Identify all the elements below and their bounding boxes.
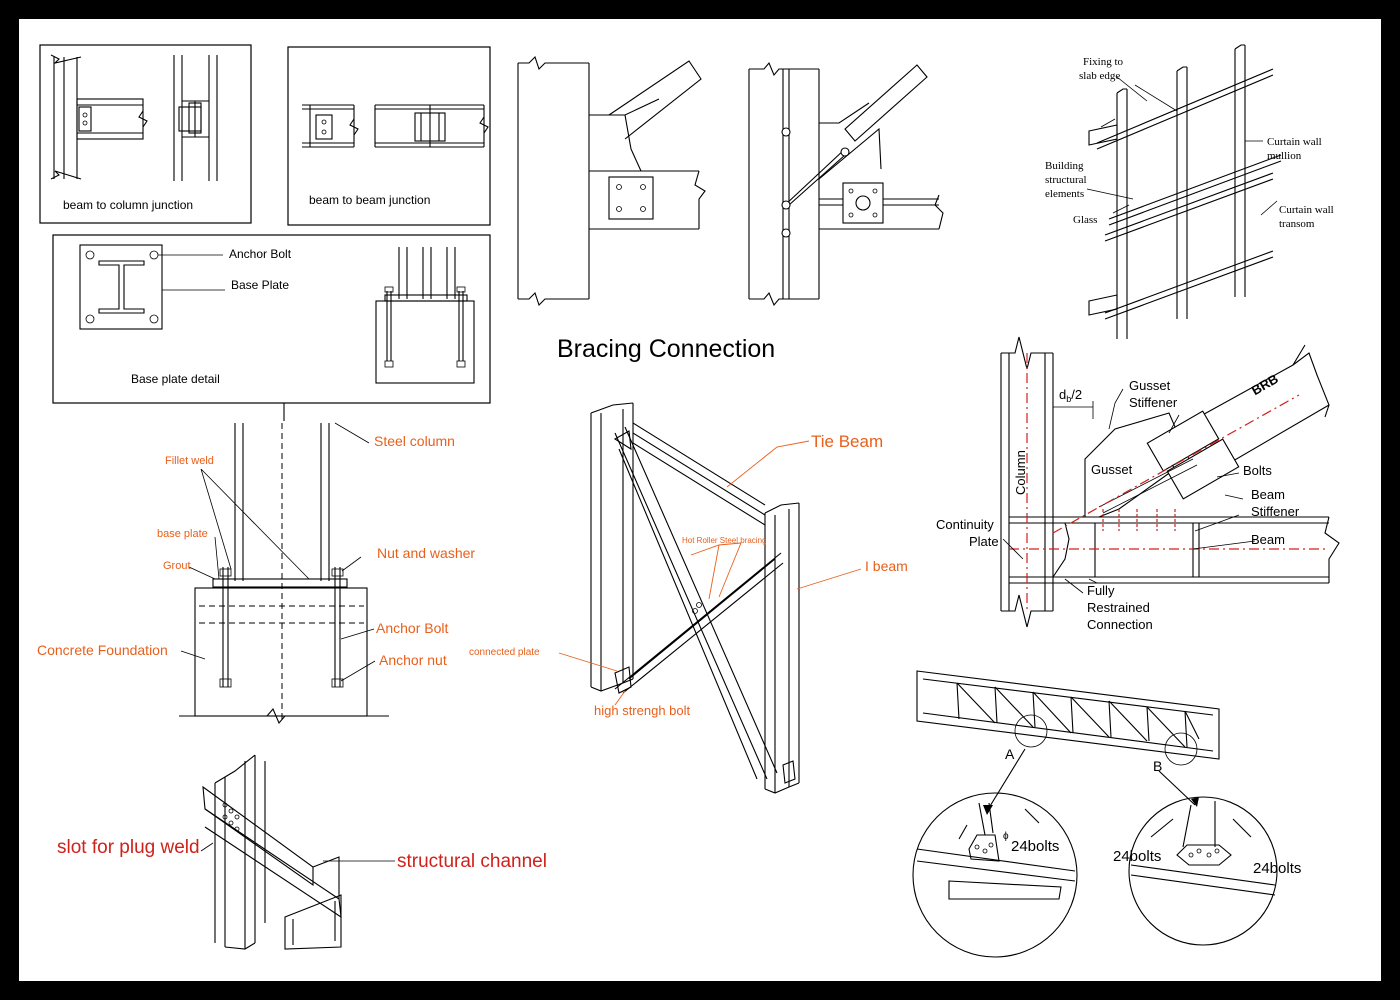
- detail-b-bolts-label-1: 24bolts: [1113, 848, 1161, 865]
- truss-detail: A B ϕ 24bolts 24bolts 24bolts: [912, 670, 1301, 958]
- i-beam-label: I beam: [865, 558, 908, 574]
- column-flanges: [53, 57, 78, 179]
- mullion-label-1: Curtain wall: [1267, 136, 1322, 148]
- svg-text:db/2: db/2: [1059, 387, 1082, 404]
- mullion-label-2: mullion: [1267, 150, 1302, 162]
- anchor-nut-label: Anchor nut: [379, 652, 447, 668]
- structural-channel-label: structural channel: [397, 851, 547, 872]
- building-label-1: Building: [1045, 160, 1084, 172]
- glass-label: Glass: [1073, 214, 1097, 226]
- base-plate-caption: Base plate detail: [131, 372, 220, 386]
- transom-label-2: transom: [1279, 218, 1315, 230]
- grout-label: Grout: [163, 560, 191, 572]
- beam-stiffener-label-2: Stiffener: [1251, 504, 1300, 519]
- i-section: [98, 260, 145, 314]
- base-plate-label: Base Plate: [231, 278, 289, 292]
- brb-label: BRB: [1249, 371, 1281, 398]
- curtain-wall-detail: Fixing to slab edge Building structural …: [1045, 44, 1334, 339]
- braced-frame-detail: Tie Beam Hot Roller Steel bracing I beam…: [469, 402, 908, 794]
- beam-label: Beam: [1251, 532, 1285, 547]
- truss-outline: [916, 670, 1220, 760]
- building-label-2: structural: [1045, 174, 1087, 186]
- detail-b-circle: [1128, 796, 1278, 946]
- db-label-sub: b: [1066, 394, 1071, 404]
- bracing-connection-right: [748, 61, 944, 307]
- detail-a-circle: [912, 792, 1078, 958]
- db-label-tail: /2: [1071, 387, 1082, 402]
- shear-tab: [78, 106, 92, 132]
- fixing-label-1: Fixing to: [1083, 56, 1124, 68]
- base-plate-elevation: [212, 578, 348, 588]
- beam-beam-caption: beam to beam junction: [309, 193, 430, 207]
- base-plate-frame: [52, 234, 491, 404]
- beam-beam-frame: [287, 46, 491, 226]
- nut-washer-label: Nut and washer: [377, 545, 475, 561]
- beam-column-frame: [39, 44, 252, 224]
- base-plate-small-label: base plate: [157, 528, 208, 540]
- beam-stiffener-label-1: Beam: [1251, 487, 1285, 502]
- beam-beam-panel: beam to beam junction: [287, 46, 491, 226]
- drawing-canvas: beam to column junction beam to beam jun…: [37, 44, 1340, 958]
- continuity-label-2: Plate: [969, 534, 999, 549]
- plug-weld-label: slot for plug weld: [57, 837, 200, 858]
- hot-roller-label: Hot Roller Steel bracing: [682, 536, 766, 545]
- channel-plug-weld-detail: slot for plug weld structural channel: [57, 754, 547, 950]
- bracing-connection-left: [517, 55, 706, 307]
- tie-beam-label: Tie Beam: [811, 432, 883, 451]
- db-label-main: d: [1059, 387, 1066, 402]
- fully-restrained-label-2: Restrained: [1087, 600, 1150, 615]
- base-plate-panel: Anchor Bolt Base Plate Base plate detail: [52, 234, 491, 404]
- phi-symbol: ϕ: [1003, 831, 1009, 842]
- column-base-detail: Steel column Fillet weld base plate Grou…: [37, 403, 475, 725]
- fully-restrained-label-3: Connection: [1087, 617, 1153, 632]
- fully-restrained-label-1: Fully: [1087, 583, 1115, 598]
- steel-column-label: Steel column: [374, 433, 455, 449]
- detail-b-label: B: [1153, 758, 1162, 774]
- base-plate-plan: [79, 244, 163, 330]
- detail-a-label: A: [1005, 746, 1015, 762]
- fillet-weld-label: Fillet weld: [165, 455, 214, 467]
- fixing-label-2: slab edge: [1079, 70, 1120, 82]
- bracing-connection-title: Bracing Connection: [557, 335, 775, 363]
- gusset-label: Gusset: [1091, 462, 1133, 477]
- detail-b-bolts-label-2: 24bolts: [1253, 860, 1301, 877]
- beam-column-caption: beam to column junction: [63, 198, 193, 212]
- beam-column-panel: beam to column junction: [39, 44, 252, 224]
- gusset-stiffener-label-1: Gusset: [1129, 378, 1171, 393]
- concrete-foundation-label: Concrete Foundation: [37, 642, 168, 658]
- anchor-bolt-label-top: Anchor Bolt: [229, 247, 292, 261]
- anchor-bolt-label: Anchor Bolt: [376, 620, 448, 636]
- high-strength-bolt-label: high strengh bolt: [594, 703, 691, 718]
- column-label: Column: [1013, 450, 1028, 495]
- transom-label-1: Curtain wall: [1279, 204, 1334, 216]
- concrete-foundation: [194, 587, 368, 717]
- bolts-label: Bolts: [1243, 463, 1272, 478]
- brb-connection-detail: db/2 Gusset Stiffener BRB Column Gusset …: [936, 336, 1340, 632]
- drawing-sheet: beam to column junction beam to beam jun…: [19, 19, 1381, 981]
- detail-a-bolts-label: 24bolts: [1011, 838, 1059, 855]
- building-label-3: elements: [1045, 188, 1084, 200]
- continuity-label-1: Continuity: [936, 517, 994, 532]
- gusset-stiffener-label-2: Stiffener: [1129, 395, 1178, 410]
- detail-b-marker: [1164, 732, 1198, 766]
- connected-plate-label: connected plate: [469, 647, 540, 658]
- detail-a-marker: [1014, 714, 1048, 748]
